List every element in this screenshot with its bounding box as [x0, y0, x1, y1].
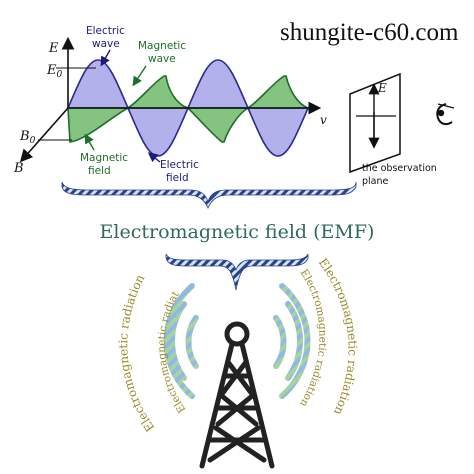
magnetic-wave-pointer	[132, 65, 147, 87]
arc-left-1	[185, 315, 199, 369]
electric-field-pointer	[147, 152, 161, 163]
arc-right-2	[285, 301, 303, 381]
radio-tower-icon	[199, 321, 275, 469]
label-magnetic-wave: Magnetic wave	[138, 40, 189, 65]
plane-label-e: E	[377, 81, 387, 95]
site-name: shungite-c60.com	[280, 19, 459, 46]
eye-icon	[436, 103, 455, 126]
arc-right-1	[273, 315, 287, 369]
label-e: E	[48, 41, 59, 56]
radiation-arcs	[163, 283, 311, 399]
tower-brace	[207, 425, 267, 463]
axis-b	[19, 107, 69, 163]
wave-diagram: E E0 B0 B v Electric wave Magnetic wave …	[13, 25, 327, 184]
brace-bottom	[165, 253, 309, 291]
label-b: B	[13, 161, 24, 176]
magnetic-lobe	[125, 75, 189, 109]
label-electric-field: Electric field	[160, 159, 202, 184]
label-magnetic-field: Magnetic field	[80, 152, 131, 177]
electric-wave-pointer	[100, 49, 111, 67]
emf-title: Electromagnetic field (EMF)	[100, 221, 375, 243]
radiation-label-left-outer: Electromagnetic radiation	[116, 272, 157, 434]
tower-beacon	[224, 321, 250, 347]
observation-plane-label: the observation plane	[362, 163, 440, 187]
magnetic-lobe	[186, 107, 251, 143]
tower-brace	[215, 393, 259, 427]
label-b0: B0	[19, 129, 36, 146]
magnetic-lobe	[245, 75, 309, 109]
tower-brace	[219, 359, 255, 397]
label-electric-wave: Electric wave	[86, 25, 128, 50]
label-v: v	[320, 113, 327, 127]
arc-right-3	[279, 283, 311, 399]
arc-left-3	[163, 283, 195, 399]
arc-left-2	[169, 301, 187, 381]
plane-outline	[349, 72, 401, 174]
magnetic-field-pointer	[84, 133, 95, 151]
magnetic-lobe	[67, 107, 132, 143]
observation-plane: E the observation plane	[349, 72, 455, 187]
label-e0: E0	[46, 63, 63, 80]
brace-top	[61, 181, 357, 209]
